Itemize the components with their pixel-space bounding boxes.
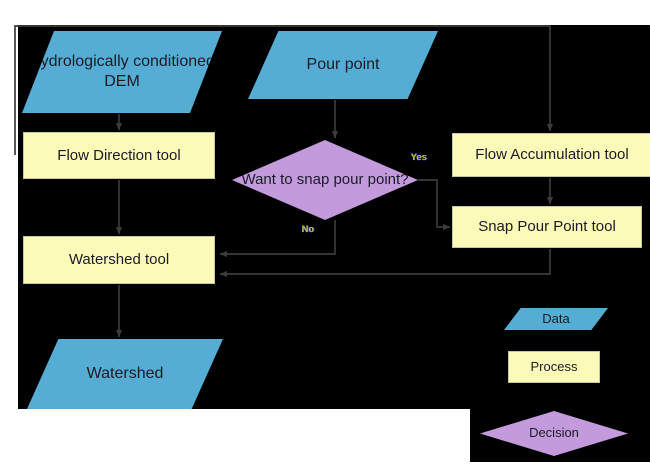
node-label: Flow Accumulation tool xyxy=(475,146,629,164)
legend-item-process: Process xyxy=(508,351,600,383)
node-hydrologically-conditioned-dem[interactable]: Hydrologically conditioned DEM xyxy=(22,31,222,113)
node-label: Want to snap pour point? xyxy=(241,171,409,189)
legend-label: Data xyxy=(542,310,570,326)
legend-label: Decision xyxy=(529,425,579,441)
node-label: Watershed tool xyxy=(68,251,170,269)
node-snap-pour-point-tool[interactable]: Snap Pour Point tool xyxy=(452,206,642,248)
edge-label-no: No xyxy=(302,224,315,234)
node-label: Flow Direction tool xyxy=(57,146,181,164)
legend-label: Process xyxy=(530,358,578,374)
node-watershed[interactable]: Watershed xyxy=(27,339,223,409)
node-label: Hydrologically conditioned DEM xyxy=(29,52,215,90)
edge-label-yes: Yes xyxy=(411,152,428,162)
node-label: Watershed xyxy=(86,364,164,382)
node-label: Pour point xyxy=(306,55,380,73)
node-watershed-tool[interactable]: Watershed tool xyxy=(23,236,215,284)
node-label: Snap Pour Point tool xyxy=(478,218,616,236)
legend-item-data: Data xyxy=(504,308,608,330)
node-flow-direction-tool[interactable]: Flow Direction tool xyxy=(23,132,215,179)
node-pour-point[interactable]: Pour point xyxy=(248,31,438,99)
node-flow-accumulation-tool[interactable]: Flow Accumulation tool xyxy=(452,133,650,177)
